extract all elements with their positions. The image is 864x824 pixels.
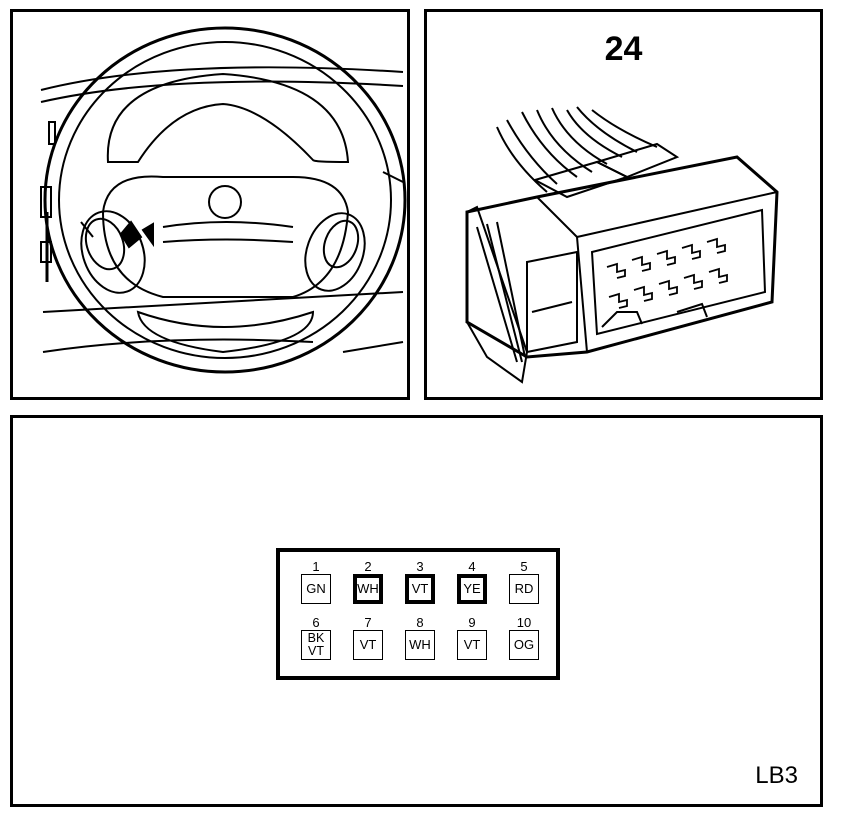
connector-illustration [465,106,779,384]
wire-color-label: VT [353,630,383,660]
pin-number: 2 [364,559,372,574]
pin-8: 8 WH [402,616,438,660]
wire-color-label: WH [405,630,435,660]
pin-9: 9 VT [454,616,490,660]
wire-color-label: WH [353,574,383,604]
pin-number: 9 [468,615,476,630]
steering-wheel-illustration [40,26,407,374]
pin-5: 5 RD [506,560,542,604]
pin-number: 8 [416,615,424,630]
wire-color-label: RD [509,574,539,604]
wire-color-label: GN [301,574,331,604]
pin-number: 7 [364,615,372,630]
pin-number: 6 [312,615,320,630]
pin-4: 4 YE [454,560,490,604]
steering-wheel-panel [10,9,410,400]
figure-code: LB3 [755,762,798,789]
pin-number: 1 [312,559,320,574]
wire-color-primary: BK [307,631,325,645]
wire-color-label: VT [457,630,487,660]
wire-color-label: VT [405,574,435,604]
pin-10: 10 OG [506,616,542,660]
connector-panel: 24 [424,9,823,400]
pin-7: 7 VT [350,616,386,660]
pin-number: 5 [520,559,528,574]
pin-number: 3 [416,559,424,574]
wire-color-label: OG [509,630,539,660]
pin-number: 4 [468,559,476,574]
pin-2: 2 WH [350,560,386,604]
connector-number: 24 [604,30,643,68]
wire-color-stripe: VT [308,644,324,658]
pin-number: 10 [516,615,532,630]
wire-color-label: YE [457,574,487,604]
pin-3: 3 VT [402,560,438,604]
pin-1: 1 GN [298,560,334,604]
